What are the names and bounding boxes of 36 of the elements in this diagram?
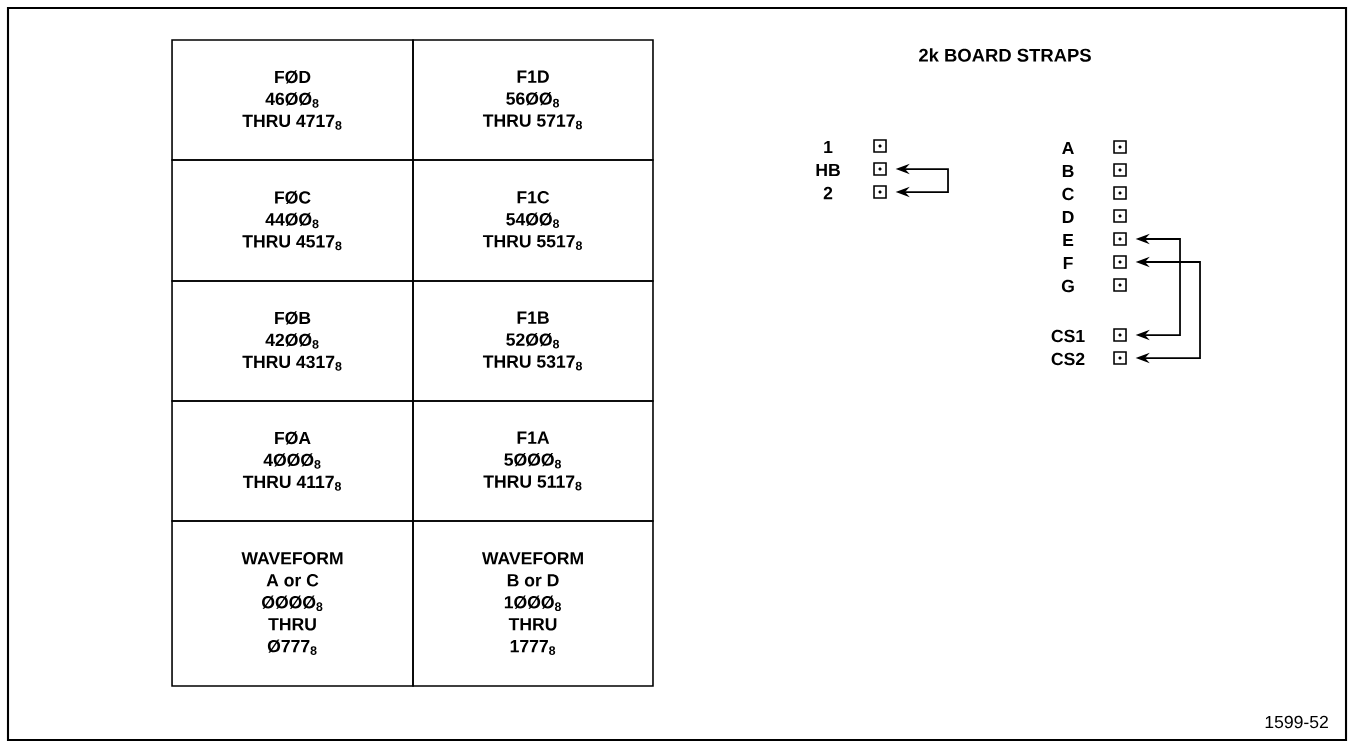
table-cell: FØA 4ØØØ$_{8}$ THRU 4117$_{8}$	[171, 400, 414, 522]
pin-label: A	[1062, 141, 1074, 155]
pin-symbol	[1113, 351, 1127, 365]
figure-number: 1599-52	[1265, 715, 1328, 729]
pin-label: G	[1061, 279, 1074, 293]
pin-symbol	[1113, 163, 1127, 177]
pin-label: B	[1062, 164, 1074, 178]
pin-label: 2	[823, 186, 833, 200]
pin-symbol	[1113, 232, 1127, 246]
pin-symbol	[873, 185, 887, 199]
pin-symbol	[1113, 209, 1127, 223]
pin-symbol	[1113, 328, 1127, 342]
pin-label: 1	[824, 140, 833, 154]
pin-label: E	[1063, 233, 1074, 247]
pin-label: CS2	[1051, 352, 1085, 366]
table-cell: WAVEFORM A or C ØØØØ$_{8}$ THRU Ø777$_{8}$	[171, 520, 414, 687]
table-cell: F1C 54ØØ$_{8}$ THRU 5517$_{8}$	[412, 159, 654, 282]
table-cell: FØB 42ØØ$_{8}$ THRU 4317$_{8}$	[171, 280, 414, 402]
pin-symbol	[873, 139, 887, 153]
pin-label: C	[1062, 187, 1074, 201]
pin-label: D	[1062, 210, 1074, 224]
pin-label: HB	[816, 163, 840, 177]
pin-symbol	[873, 162, 887, 176]
table-cell: F1D 56ØØ$_{8}$ THRU 5717$_{8}$	[412, 39, 654, 161]
pin-label: F	[1063, 256, 1073, 270]
table-cell: F1B 52ØØ$_{8}$ THRU 5317$_{8}$	[412, 280, 654, 402]
title: 2k BOARD STRAPS	[919, 48, 1091, 62]
pin-symbol	[1113, 278, 1127, 292]
table-cell: WAVEFORM B or D 1ØØØ$_{8}$ THRU 1777$_{8}$	[412, 520, 654, 687]
pin-symbol	[1113, 255, 1127, 269]
table-cell: F1A 5ØØØ$_{8}$ THRU 5117$_{8}$	[412, 400, 654, 522]
table-cell: FØD 46ØØ$_{8}$ THRU 4717$_{8}$	[171, 39, 414, 161]
pin-symbol	[1113, 186, 1127, 200]
table-cell: FØC 44ØØ$_{8}$ THRU 4517$_{8}$	[171, 159, 414, 282]
pin-label: CS1	[1051, 329, 1085, 343]
pin-symbol	[1113, 140, 1127, 154]
